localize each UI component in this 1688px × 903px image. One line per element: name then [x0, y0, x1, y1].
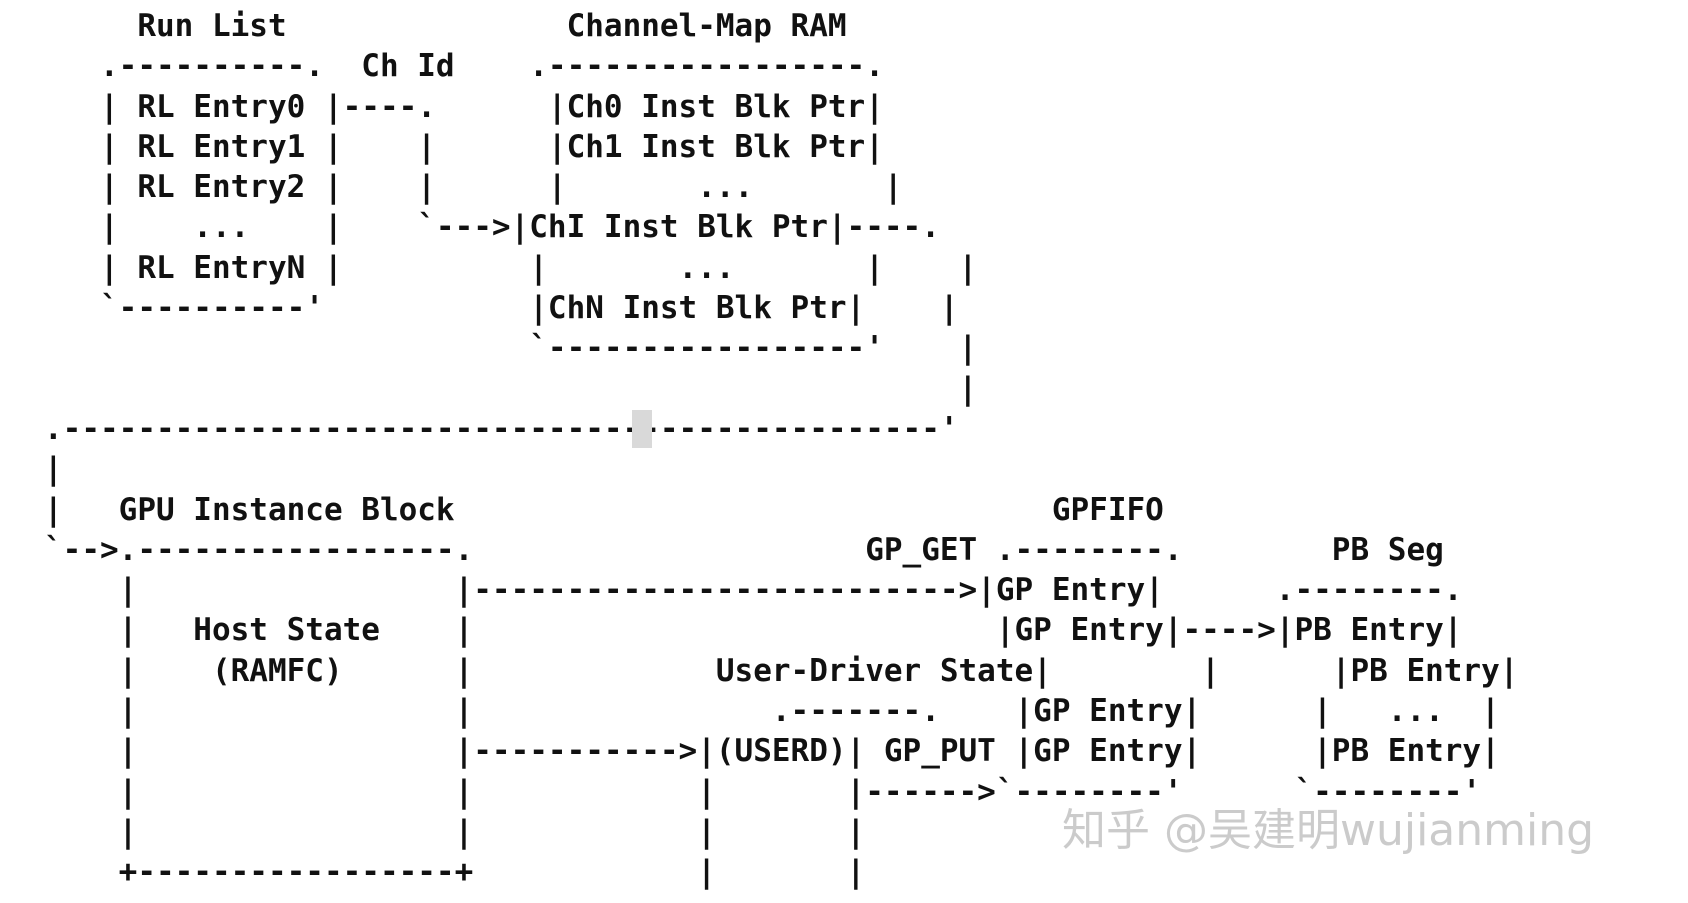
diagram-line: | RL Entry2 | | | ... |: [44, 169, 903, 206]
diagram-line: | |-------------------------->|GP Entry|…: [44, 572, 1463, 609]
diagram-line: | Host State | |GP Entry|---->|PB Entry|: [44, 612, 1463, 649]
diagram-line: | RL Entry0 |----. |Ch0 Inst Blk Ptr|: [44, 88, 884, 125]
diagram-line: Run List Channel-Map RAM: [44, 8, 847, 44]
text-cursor-highlight: [632, 410, 652, 448]
diagram-line: | GPU Instance Block GPFIFO: [44, 491, 1164, 528]
diagram-line: `-->.-----------------. GP_GET .--------…: [44, 531, 1444, 568]
diagram-line: .----------. Ch Id .-----------------.: [44, 48, 884, 85]
diagram-line: | RL Entry1 | | |Ch1 Inst Blk Ptr|: [44, 128, 884, 165]
diagram-line: | (RAMFC) | User-Driver State| | |PB Ent…: [44, 652, 1519, 689]
diagram-line: +-----------------+ | |: [44, 854, 866, 891]
zhihu-watermark: 知乎 @吴建明wujianming: [1062, 805, 1595, 856]
diagram-line: | | .-------. |GP Entry| | ... |: [44, 693, 1500, 730]
diagram-line: | | | |------>`--------' `--------': [44, 773, 1482, 810]
diagram-line: | ... | `--->|ChI Inst Blk Ptr|----.: [44, 209, 940, 246]
diagram-line: |: [44, 451, 63, 488]
diagram-line: | RL EntryN | | ... | |: [44, 249, 978, 286]
diagram-line: `----------' |ChN Inst Blk Ptr| |: [44, 290, 959, 327]
diagram-line: | |----------->|(USERD)| GP_PUT |GP Entr…: [44, 733, 1500, 770]
diagram-line: |: [44, 370, 978, 407]
diagram-line: `-----------------' |: [44, 330, 978, 367]
diagram-line: | | | |: [44, 813, 866, 850]
diagram-line: .---------------------------------------…: [44, 410, 959, 447]
ascii-diagram: Run List Channel-Map RAM .----------. Ch…: [44, 6, 1518, 893]
